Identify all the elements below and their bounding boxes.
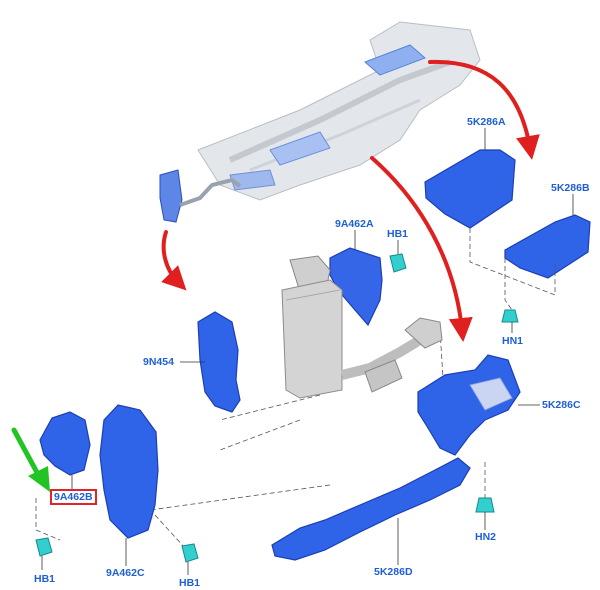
label-9a462c: 9A462C bbox=[106, 567, 145, 579]
label-5k286d: 5K286D bbox=[374, 566, 413, 578]
heat-shield-5k286a bbox=[424, 149, 516, 229]
shield-9a462b bbox=[39, 411, 91, 476]
fastener-hb1-bottom bbox=[181, 543, 199, 563]
label-leaders bbox=[41, 128, 574, 575]
label-5k286b: 5K286B bbox=[551, 182, 590, 194]
manifold-assembly-small bbox=[159, 169, 242, 223]
label-hn2: HN2 bbox=[475, 531, 497, 543]
label-hb1-top: HB1 bbox=[387, 228, 409, 240]
label-5k286c: 5K286C bbox=[542, 399, 581, 411]
red-arrows bbox=[161, 59, 540, 342]
label-9a462a: 9A462A bbox=[335, 218, 374, 230]
label-hn1: HN1 bbox=[502, 335, 524, 347]
heat-shield-5k286b bbox=[504, 214, 591, 279]
shield-9a462c bbox=[99, 404, 159, 539]
fastener-hb1-top bbox=[389, 253, 407, 273]
shield-9n454 bbox=[197, 311, 241, 413]
shield-5k286d bbox=[271, 457, 471, 561]
catalytic-converter bbox=[281, 255, 443, 399]
label-hb1-bottom: HB1 bbox=[179, 577, 201, 589]
label-9a462b-highlighted: 9A462B bbox=[50, 489, 97, 505]
fastener-hn2 bbox=[475, 497, 495, 513]
vehicle-underbody bbox=[197, 21, 481, 201]
shield-5k286c-bracket bbox=[469, 377, 513, 411]
shield-5k286c bbox=[417, 354, 521, 456]
green-pointer-arrow bbox=[11, 427, 50, 492]
label-hb1-left: HB1 bbox=[34, 573, 56, 585]
label-9n454: 9N454 bbox=[143, 356, 174, 368]
label-5k286a: 5K286A bbox=[467, 116, 506, 128]
fastener-hn1 bbox=[501, 309, 519, 323]
fastener-hb1-left bbox=[35, 537, 53, 557]
shield-9a462a bbox=[329, 247, 383, 327]
